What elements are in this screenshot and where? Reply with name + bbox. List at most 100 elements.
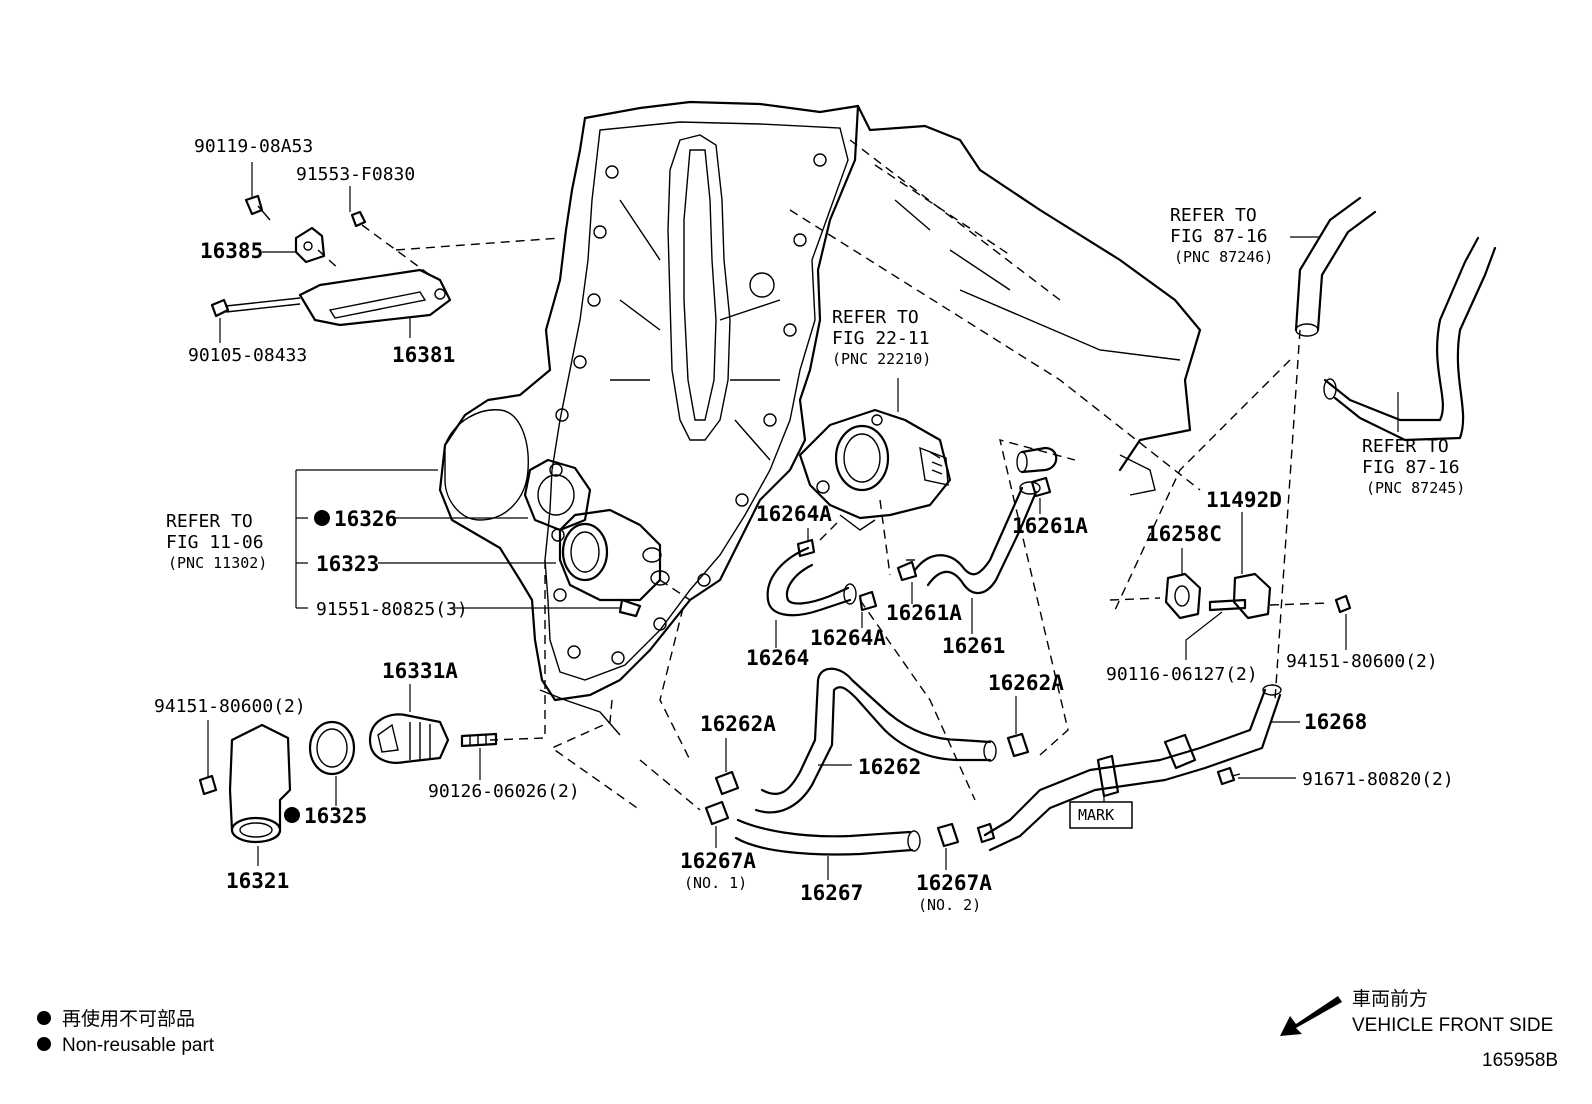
front-text-jp: 車両前方 — [1352, 988, 1428, 1010]
refer-87-16-b-line2: FIG 87-16 — [1362, 457, 1460, 478]
hose-87246-icon — [1294, 196, 1362, 332]
label-16331A: 16331A — [382, 659, 458, 683]
clamp-16261A-mid-icon — [896, 560, 918, 582]
label-16323: 16323 — [316, 552, 379, 576]
label-16264A-top: 16264A — [756, 502, 832, 526]
clamp-16262A-right-icon — [1006, 732, 1030, 758]
bracket-assembly — [210, 194, 452, 327]
legend-dot-jp — [37, 1011, 51, 1025]
stud-90126-icon — [460, 732, 498, 748]
refer-22-11-line2: FIG 22-11 — [832, 328, 930, 349]
hose-87245-icon — [1323, 236, 1480, 422]
label-16321: 16321 — [226, 869, 289, 893]
hose-16264-icon — [766, 546, 852, 617]
label-mark: MARK — [1078, 806, 1114, 824]
label-16264A-bottom: 16264A — [810, 626, 886, 650]
leader-lines — [207, 162, 1399, 880]
refer-87-16-b-line1: REFER TO — [1362, 436, 1449, 457]
clamp-16264A-bottom-icon — [858, 590, 878, 612]
throttle-body — [798, 408, 952, 531]
bolt-90119-icon — [244, 194, 264, 216]
hose-16262-icon — [760, 667, 992, 796]
clamp-16267A-no2-icon — [936, 822, 960, 848]
label-16385: 16385 — [200, 239, 263, 263]
hoses — [704, 196, 1497, 856]
refer-87-16-a-line3: (PNC 87246) — [1174, 248, 1273, 266]
hose-end-top-icon — [1020, 446, 1058, 474]
clamp-16261A-top-icon — [1030, 476, 1052, 498]
bracket-16381-icon — [298, 268, 452, 327]
legend-text-en: Non-reusable part — [62, 1035, 215, 1056]
legend: 再使用不可部品 Non-reusable part — [37, 1008, 215, 1056]
engine-timing-cover — [438, 100, 1202, 736]
clamp-16262A-left-icon — [714, 770, 740, 796]
refer-87-16-a-line2: FIG 87-16 — [1170, 226, 1268, 247]
dashed-reference-lines — [395, 139, 1331, 811]
refer-22-11-line1: REFER TO — [832, 307, 919, 328]
legend-text-jp: 再使用不可部品 — [62, 1008, 195, 1030]
label-16326: 16326 — [334, 507, 397, 531]
refer-11-06-line1: REFER TO — [166, 511, 253, 532]
bolt-91551-icon — [618, 598, 642, 618]
label-91551: 91551-80825(3) — [316, 599, 468, 620]
label-16262: 16262 — [858, 755, 921, 779]
non-reusable-dot-16325 — [284, 807, 300, 823]
pipe-16268-icon — [983, 688, 1267, 837]
label-94151-left: 94151-80600(2) — [154, 696, 306, 717]
label-16261: 16261 — [942, 634, 1005, 658]
figure-id: 165958B — [1482, 1050, 1558, 1071]
label-16381: 16381 — [392, 343, 455, 367]
label-16267A-no2: 16267A — [916, 871, 992, 895]
refer-87-16-a-line1: REFER TO — [1170, 205, 1257, 226]
label-16267A-no1-sub: (NO. 1) — [684, 874, 747, 892]
refer-87-16-b-line3: (PNC 87245) — [1366, 479, 1465, 497]
hose-16267-icon — [736, 818, 912, 838]
label-16325: 16325 — [304, 804, 367, 828]
label-91671: 91671-80820(2) — [1302, 769, 1454, 790]
label-16267A-no2-sub: (NO. 2) — [918, 896, 981, 914]
label-90105: 90105-08433 — [188, 345, 307, 366]
front-direction-arrow-icon — [1280, 996, 1342, 1036]
mark-box — [1069, 801, 1133, 829]
refer-11-06-line2: FIG 11-06 — [166, 532, 264, 553]
label-16261A-top: 16261A — [1012, 514, 1088, 538]
refer-22-11-line3: (PNC 22210) — [832, 350, 931, 368]
plate-16385-icon — [294, 226, 326, 264]
gasket-16258C-icon — [1164, 572, 1202, 620]
part-labels: 90119-08A53 91553-F0830 16385 90105-0843… — [154, 136, 1465, 914]
nut-94151-left-icon — [198, 774, 218, 796]
thermostat-16331A-icon — [368, 713, 450, 764]
bolt-91671-icon — [1216, 766, 1236, 786]
hose-16261-icon — [913, 486, 1024, 576]
label-91553: 91553-F0830 — [296, 164, 415, 185]
label-94151-right: 94151-80600(2) — [1286, 651, 1438, 672]
non-reusable-dot-16326 — [314, 510, 330, 526]
label-16268: 16268 — [1304, 710, 1367, 734]
refer-11-06-line3: (PNC 11302) — [168, 554, 267, 572]
front-text-en: VEHICLE FRONT SIDE — [1352, 1015, 1553, 1036]
label-16262A-left: 16262A — [700, 712, 776, 736]
label-16267A-no1: 16267A — [680, 849, 756, 873]
label-90126: 90126-06026(2) — [428, 781, 580, 802]
vehicle-front-indicator: 車両前方 VEHICLE FRONT SIDE — [1280, 988, 1553, 1036]
throttle-body-icon — [798, 408, 952, 520]
label-16261A-mid: 16261A — [886, 601, 962, 625]
bolt-91553-icon — [350, 210, 367, 228]
plate-11492D-icon — [1232, 572, 1272, 620]
label-16262A-right: 16262A — [988, 671, 1064, 695]
clamp-16264A-top-icon — [796, 538, 816, 558]
gasket-16326-icon — [523, 458, 592, 532]
label-16267: 16267 — [800, 881, 863, 905]
label-90119: 90119-08A53 — [194, 136, 313, 157]
label-90116: 90116-06127(2) — [1106, 664, 1258, 685]
nut-94151-right-icon — [1334, 594, 1352, 614]
water-inlet-assembly — [198, 458, 670, 844]
bolt-90105-icon — [210, 298, 230, 318]
label-16264: 16264 — [746, 646, 809, 670]
clamp-16267A-no1-icon — [704, 800, 730, 826]
housing-16323-icon — [558, 508, 662, 602]
legend-dot-en — [37, 1037, 51, 1051]
label-11492D: 11492D — [1206, 488, 1282, 512]
